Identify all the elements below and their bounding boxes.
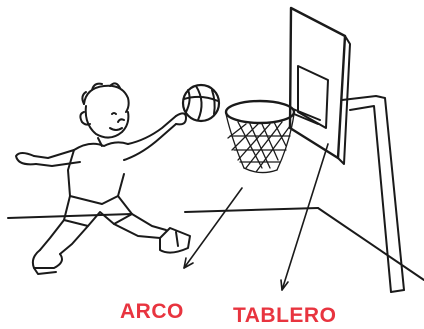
- hoop-rim: [226, 101, 320, 124]
- court-lines: [8, 208, 424, 280]
- boy-player: [16, 83, 190, 274]
- label-arco: ARCO: [120, 300, 184, 324]
- basketball: [183, 85, 219, 121]
- backboard: [290, 8, 350, 164]
- arrow-to-arco: [184, 188, 242, 268]
- arrow-to-tablero: [281, 144, 328, 290]
- label-tablero: TABLERO: [233, 304, 336, 328]
- hoop-pole: [342, 96, 404, 292]
